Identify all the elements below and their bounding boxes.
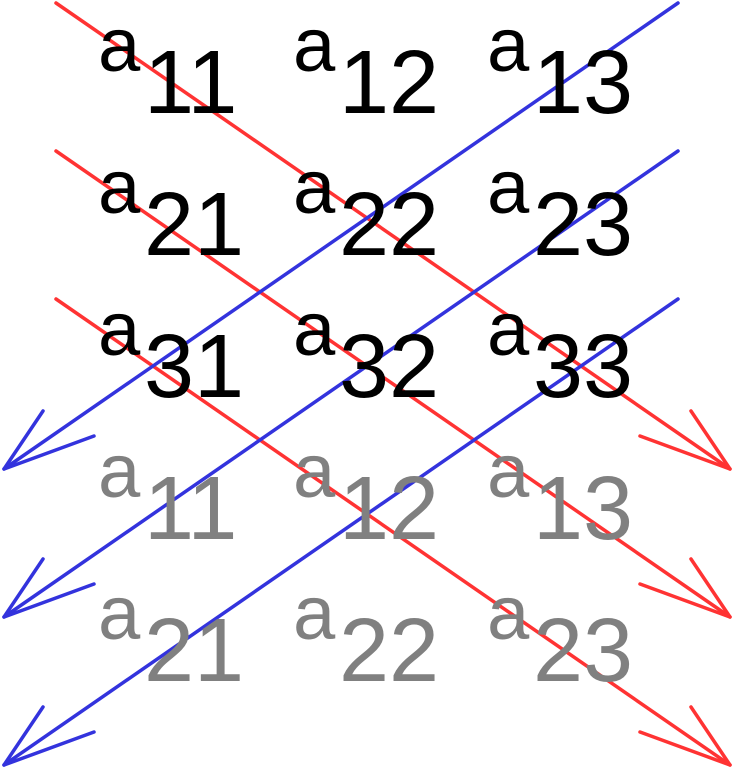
positive-diagonals bbox=[54, 1, 732, 767]
entry-base: a bbox=[293, 3, 336, 88]
entry-subscript: 13 bbox=[533, 459, 634, 559]
entry-base: a bbox=[293, 429, 336, 514]
entry-subscript: 12 bbox=[339, 33, 440, 133]
entry-base: a bbox=[487, 3, 530, 88]
entry-subscript: 12 bbox=[339, 459, 440, 559]
entry-base: a bbox=[98, 571, 141, 656]
entry-base: a bbox=[293, 571, 336, 656]
entry-subscript: 21 bbox=[144, 175, 245, 275]
negative-diagonals bbox=[2, 1, 680, 767]
entry-subscript: 32 bbox=[339, 317, 440, 417]
negative-diagonal-1 bbox=[2, 1, 680, 471]
negative-diagonal-line bbox=[2, 297, 680, 767]
entry-base: a bbox=[487, 429, 530, 514]
entry-subscript: 31 bbox=[144, 317, 245, 417]
arrowhead-icon bbox=[638, 409, 732, 471]
positive-diagonal-1 bbox=[54, 1, 732, 471]
entry-subscript: 11 bbox=[144, 33, 238, 133]
arrowhead-icon bbox=[638, 705, 732, 767]
entry-subscript: 11 bbox=[144, 459, 238, 559]
entry-base: a bbox=[98, 145, 141, 230]
entry-base: a bbox=[98, 287, 141, 372]
entry-subscript: 22 bbox=[339, 601, 440, 701]
entry-subscript: 13 bbox=[533, 33, 634, 133]
arrowhead-icon bbox=[2, 409, 96, 471]
negative-diagonal-2 bbox=[2, 149, 680, 619]
negative-diagonal-3 bbox=[2, 297, 680, 767]
entry-subscript: 33 bbox=[533, 317, 634, 417]
entry-subscript: 21 bbox=[144, 601, 245, 701]
entry-base: a bbox=[98, 429, 141, 514]
positive-diagonal-line bbox=[54, 149, 732, 619]
arrowhead-icon bbox=[2, 705, 96, 767]
entry-base: a bbox=[487, 145, 530, 230]
entry-base: a bbox=[293, 145, 336, 230]
arrowhead-icon bbox=[638, 557, 732, 619]
entry-base: a bbox=[487, 571, 530, 656]
entry-base: a bbox=[293, 287, 336, 372]
entry-base: a bbox=[98, 3, 141, 88]
negative-diagonal-line bbox=[2, 1, 680, 471]
positive-diagonal-2 bbox=[54, 149, 732, 619]
entry-subscript: 22 bbox=[339, 175, 440, 275]
entry-subscript: 23 bbox=[533, 175, 634, 275]
entry-base: a bbox=[487, 287, 530, 372]
arrowhead-icon bbox=[2, 557, 96, 619]
positive-diagonal-line bbox=[54, 1, 732, 471]
entry-subscript: 23 bbox=[533, 601, 634, 701]
negative-diagonal-line bbox=[2, 149, 680, 619]
positive-diagonal-line bbox=[54, 297, 732, 767]
positive-diagonal-3 bbox=[54, 297, 732, 767]
